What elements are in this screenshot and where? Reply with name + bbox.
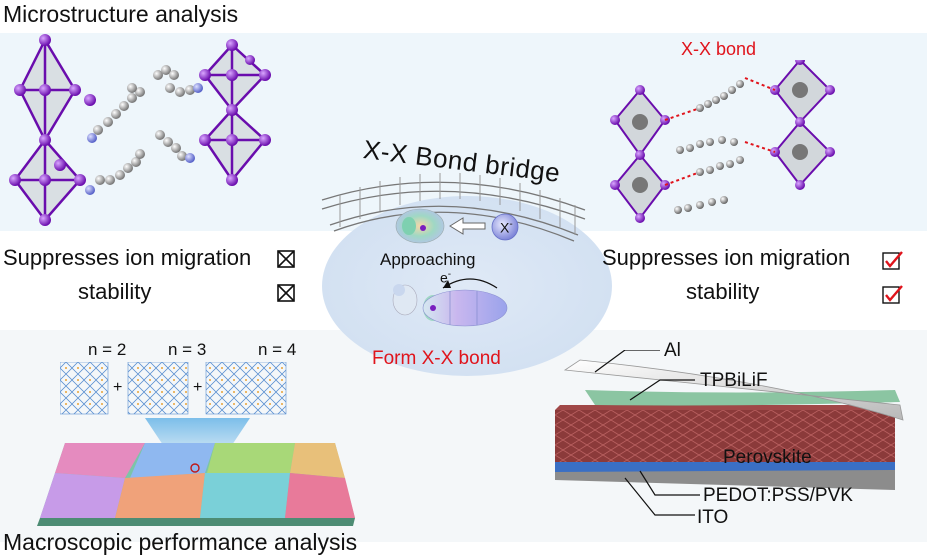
grain-film-illustration [37,418,355,526]
left-ion-migration-label: Suppresses ion migration [3,245,252,270]
right-structure-diagram [610,60,835,223]
title-macroscopic: Macroscopic performance analysis [3,529,358,555]
orbital-diagram [392,208,519,327]
device-stack-illustration [555,350,904,516]
approaching-label: Approaching [380,250,476,269]
left-stability-cross-icon [277,284,295,302]
label-pedot: PEDOT:PSS/PVK [703,485,853,506]
layer-tpbi [585,390,900,406]
lattice-n3 [127,362,189,415]
left-structure-diagram [9,34,271,226]
label-al: Al [664,340,681,361]
plus-sign-1: + [113,379,123,396]
phase-n3-label: n = 3 [168,340,207,359]
bonded-orbital-icon [392,278,508,327]
layer-pedot [555,460,895,472]
right-ion-migration-label: Suppresses ion migration [602,245,851,270]
left-ion-migration-cross-icon [277,250,295,268]
electron-label: e- [440,269,452,286]
label-tpbi: TPBiLiF [700,370,768,391]
ion-label: X- [500,219,513,236]
approach-arrow-icon [449,217,486,235]
title-microstructure: Microstructure analysis [3,1,239,27]
phase-n2-label: n = 2 [88,340,127,359]
halide-ion-icon [491,213,519,241]
left-stability-label: stability [78,279,152,304]
right-stability-label: stability [686,279,760,304]
left-octahedra [13,37,82,222]
plus-sign-2: + [193,379,203,396]
label-perovskite: Perovskite [723,447,812,468]
layer-perovskite [555,410,895,462]
phase-n4-label: n = 4 [258,340,297,359]
xx-bond-label: X-X bond [681,39,757,59]
quasi-2d-phase-lattices [60,362,287,415]
right-stability-check-icon [882,285,903,304]
lattice-n2 [60,362,109,415]
right-ion-migration-check-icon [882,251,903,270]
label-ito: ITO [697,507,729,528]
bridge-illustration [321,173,586,242]
molecule-orbital-icon [395,208,445,244]
lattice-n4 [205,362,287,415]
layer-ito [555,468,895,490]
form-bond-label: Form X-X bond [372,348,501,369]
